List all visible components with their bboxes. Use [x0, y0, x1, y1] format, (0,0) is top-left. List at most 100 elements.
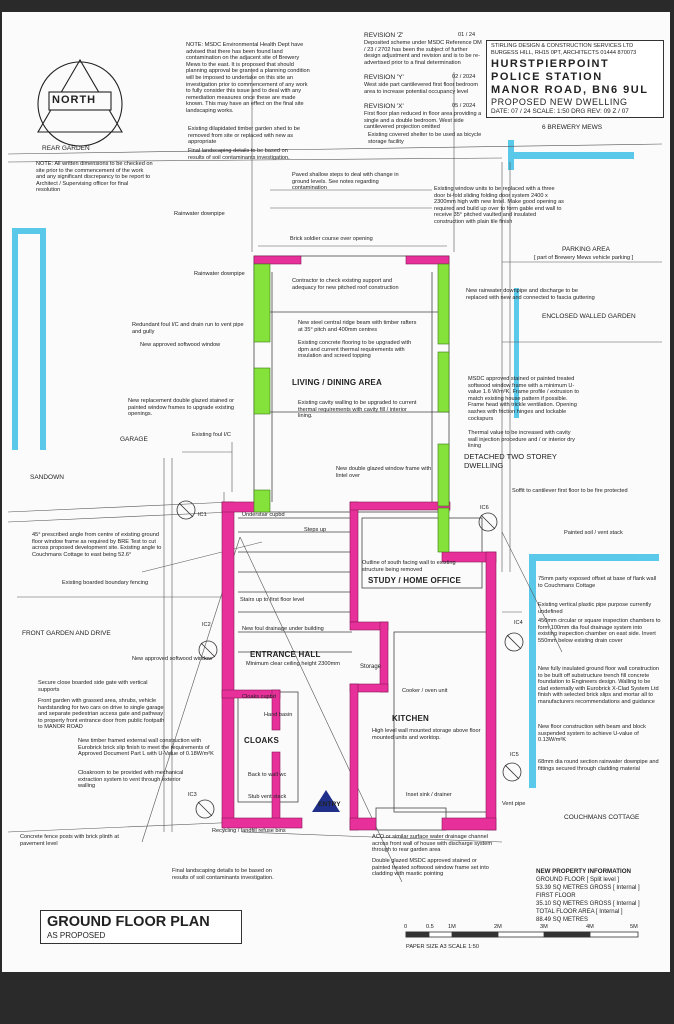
project-line-4: PROPOSED NEW DWELLING [491, 97, 628, 107]
room-entry: ENTRY [318, 801, 341, 808]
revision-y-text: West side part cantilevered first floor … [364, 82, 478, 95]
scale-tick-0: 0 [404, 924, 408, 930]
note-beam-block: New floor construction with beam and blo… [538, 724, 646, 744]
upgraded-walls [253, 263, 450, 553]
note-stairs-first: Stairs up to first floor level [240, 597, 305, 603]
scale-tick-5: 5M [630, 924, 638, 930]
note-new-rainwater: New rainwater downpipe and discharge to … [466, 288, 595, 301]
note-understair: Understair cupbd [242, 512, 285, 518]
note-party-exposed: 75mm party exposed offset at base of fla… [538, 576, 657, 589]
revision-x-text: First floor plan reduced in floor area p… [364, 111, 482, 131]
note-contractor: Contractor to check existing support and… [292, 278, 399, 291]
note-front-garden: Front garden with grassed area, shrubs, … [38, 698, 165, 731]
revision-y-date: 02 / 2024 [452, 74, 476, 80]
note-final-landscaping-bottom: Final landscaping details to be based on… [172, 868, 274, 881]
note-insulated-floor: New fully insulated ground floor wall co… [538, 666, 659, 705]
area-garage: GARAGE [120, 436, 148, 443]
scale-tick-1: 1M [448, 924, 456, 930]
room-entrance: ENTRANCE HALL [250, 650, 321, 659]
revision-z-text: Deposited scheme under MSDC Reference DM… [364, 40, 482, 66]
area-detached: DETACHED TWO STOREY DWELLING [464, 452, 557, 470]
revision-x-label: REVISION 'X' [364, 103, 404, 110]
note-round-section: 68mm dia round section rainwater downpip… [538, 759, 659, 772]
note-rainwater-mid: Rainwater downpipe [194, 271, 245, 277]
room-kitchen: KITCHEN [392, 714, 429, 723]
date-scale-rev: DATE: 07 / 24 SCALE: 1:50 DRG REV: 09 Z … [491, 108, 629, 115]
property-ground: GROUND FLOOR [ Split level ] [536, 877, 620, 883]
area-rear-garden: REAR GARDEN [42, 145, 90, 152]
plan-title-box: GROUND FLOOR PLAN AS PROPOSED [40, 910, 242, 944]
note-secure-gate: Secure close boarded side gate with vert… [38, 680, 148, 693]
property-ground-area: 53.39 SQ METRES GROSS [ Internal ] [536, 885, 640, 891]
plan-title: GROUND FLOOR PLAN [47, 914, 210, 930]
property-total-area: 88.49 SQ METRES [536, 917, 589, 923]
note-dimensions: NOTE: All written dimensions to be check… [36, 161, 153, 194]
plan-linework [7, 58, 663, 938]
scale-bar-graphic [405, 931, 639, 938]
note-cloaks-cupbd: Cloaks cupbd [242, 694, 276, 700]
ic-label-4: IC4 [514, 620, 523, 626]
note-boarded-fencing: Existing boarded boundary fencing [62, 580, 149, 586]
area-sandown: SANDOWN [30, 474, 64, 481]
note-angle-45: 45° prescribed angle from centre of exis… [32, 532, 162, 558]
scale-tick-4: 4M [586, 924, 594, 930]
note-vertical-plastic: Existing vertical plastic pipe purpose c… [538, 602, 652, 615]
room-cloaks: CLOAKS [244, 736, 279, 745]
note-back-wc: Back to wall wc [248, 772, 287, 778]
note-cavity-walling: Existing cavity walling to be upgraded t… [298, 400, 417, 420]
room-study: STUDY / HOME OFFICE [368, 576, 461, 585]
note-redundant: Redundant foul I/C and drain run to vent… [132, 322, 244, 335]
north-arrow-symbol [37, 58, 123, 147]
ic-label-3: IC3 [188, 792, 197, 798]
property-info: NEW PROPERTY INFORMATION GROUND FLOOR [ … [536, 868, 658, 932]
area-parking-sub: [ part of Brewery Mews vehicle parking ] [534, 255, 634, 261]
plan-subtitle: AS PROPOSED [47, 931, 106, 940]
note-window-units: Existing window units to be replaced wit… [434, 186, 564, 225]
boundary-highlights [12, 140, 659, 788]
scale-caption: PAPER SIZE A3 SCALE 1:50 [406, 944, 479, 950]
area-couchmans: COUCHMANS COTTAGE [564, 814, 640, 821]
note-new-window-frame: New double glazed window frame with lint… [336, 466, 432, 479]
note-storage-above: High level wall mounted storage above fl… [372, 728, 481, 741]
ic-label-6: IC6 [480, 505, 489, 511]
note-aco-channel: ACO or similar surface water drainage ch… [372, 834, 493, 854]
note-ceiling-height: Minimum clear ceiling height 2300mm [246, 661, 340, 667]
note-inset-sink: Inset sink / drainer [406, 792, 452, 798]
area-front-garden: FRONT GARDEN AND DRIVE [22, 630, 111, 637]
firm-name: STIRLING DESIGN & CONSTRUCTION SERVICES … [491, 43, 634, 49]
note-concrete-posts: Concrete fence posts with brick plinth a… [20, 834, 119, 847]
property-total: TOTAL FLOOR AREA [ Internal ] [536, 909, 623, 915]
ic-label-2: IC2 [202, 622, 211, 628]
note-rainwater-top: Rainwater downpipe [174, 211, 225, 217]
inspection-chambers [176, 500, 524, 819]
revision-x-date: 05 / 2024 [452, 103, 476, 109]
note-timber-frame: New timber framed external wall construc… [78, 738, 214, 758]
note-cycle-shelter: Existing covered shelter to be used as b… [368, 132, 482, 145]
property-first: FIRST FLOOR [536, 893, 576, 899]
note-outline-south: Outline of south facing wall to existing… [362, 560, 456, 573]
note-stub-vent: Stub vent stack [248, 794, 287, 800]
note-brick-soldier: Brick soldier course over opening [290, 236, 373, 242]
note-painted-soil: Painted soil / vent stack [564, 530, 623, 536]
note-soffit: Soffit to cantilever first floor to be f… [512, 488, 628, 494]
project-line-3: MANOR ROAD, BN6 9UL [491, 84, 649, 96]
north-label: NORTH [52, 94, 97, 106]
note-final-landscaping-top: Final landscaping details to be based on… [188, 148, 290, 161]
revision-z-label: REVISION 'Z' [364, 32, 404, 39]
note-vent-pipe: Vent pipe [502, 801, 526, 807]
note-paved-steps: Paved shallow steps to deal with change … [292, 172, 399, 192]
note-msdc-window: MSDC approved stained or painted treated… [468, 376, 579, 422]
room-storage: Storage [360, 664, 382, 670]
note-foul-drainage: New foul drainage under building [242, 626, 324, 632]
note-hand-basin: Hand basin [264, 712, 293, 718]
area-walled-garden: ENCLOSED WALLED GARDEN [542, 313, 636, 320]
scale-tick-2: 2M [494, 924, 502, 930]
ic-label-5: IC5 [510, 752, 519, 758]
title-block: STIRLING DESIGN & CONSTRUCTION SERVICES … [486, 40, 664, 118]
note-replacement-glazed: New replacement double glazed stained or… [128, 398, 235, 418]
new-walls [221, 255, 497, 831]
note-steps-up: Steps up [304, 527, 327, 533]
revision-z-date: 01 / 24 [458, 32, 476, 38]
note-recycling: Recycling / landfill refuse bins [212, 828, 286, 834]
note-thermal-value: Thermal value to be increased with cavit… [468, 430, 575, 450]
